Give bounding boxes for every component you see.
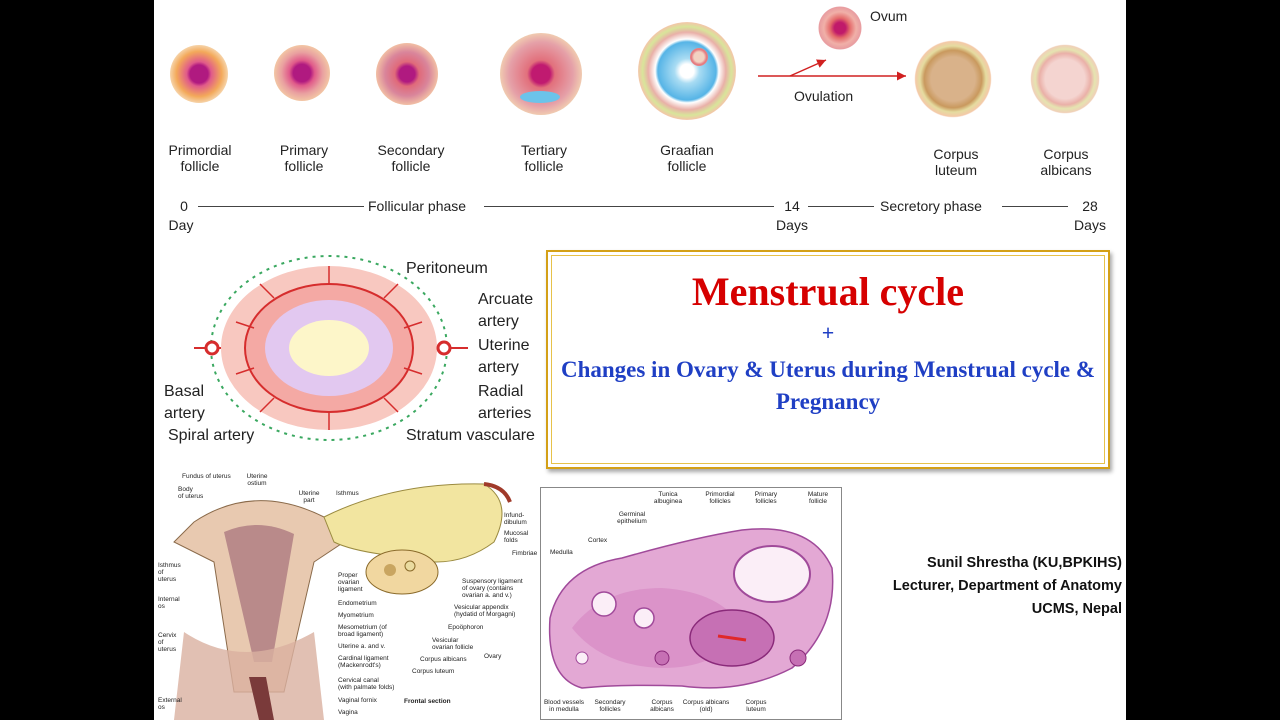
corpus-luteum-image — [914, 40, 992, 118]
plus-sign: + — [821, 320, 835, 345]
label-mesometrium: Mesometrium (of broad ligament) — [338, 624, 387, 638]
graafian-oocyte — [690, 48, 708, 66]
histo-label-secondary: Secondary follicles — [594, 699, 626, 713]
slide: Primordial follicle Primary follicle Sec… — [154, 0, 1126, 720]
ovary-section — [548, 528, 834, 689]
subtitle: Changes in Ovary & Uterus during Menstru… — [560, 357, 1096, 414]
label-fundus: Fundus of uterus — [182, 473, 231, 480]
timeline-end-unit: Days — [1074, 217, 1106, 233]
title-box: Menstrual cycle + Changes in Ovary & Ute… — [546, 250, 1110, 469]
artery-label-spiral: Spiral artery — [168, 427, 255, 444]
uterus-illustration — [154, 462, 526, 720]
label-cervix: Cervix of uterus — [158, 632, 177, 653]
primary-follicle-image — [274, 45, 330, 101]
label-cervical-canal: Cervical canal (with palmate folds) — [338, 677, 395, 691]
label-corpus-luteum-u: Corpus luteum — [412, 668, 455, 675]
artery-label-uterine: Uterine artery — [478, 337, 530, 376]
histo-label-corpus-alb-old: Corpus albicans (old) — [682, 699, 730, 713]
ovulation-arrows — [758, 59, 906, 81]
label-vaginal-fornix: Vaginal fornix — [338, 697, 377, 704]
label-vesicular-appendix: Vesicular appendix (hydatid of Morgagni) — [454, 604, 516, 618]
timeline-line-2 — [484, 206, 774, 207]
timeline-line-3 — [808, 206, 874, 207]
label-isthmus-uterus: Isthmus of uterus — [158, 562, 181, 583]
stage-label-primordial: Primordial follicle — [168, 142, 232, 174]
label-fimbriae: Fimbriae — [512, 550, 538, 557]
label-ovary: Ovary — [484, 653, 502, 660]
stage-label-corpus-luteum: Corpus luteum — [933, 146, 979, 178]
label-uterine-av: Uterine a. and v. — [338, 643, 386, 650]
label-epoophoron: Epoöphoron — [448, 624, 484, 631]
label-body: Body of uterus — [178, 486, 204, 500]
label-suspensory: Suspensory ligament of ovary (contains o… — [462, 578, 523, 599]
label-external-os: External os — [158, 697, 182, 711]
stage-label-secondary: Secondary follicle — [377, 142, 445, 174]
ovulation-label: Ovulation — [794, 88, 854, 104]
author-info: Sunil Shrestha (KU,BPKIHS) Lecturer, Dep… — [834, 552, 1122, 621]
author-institution: UCMS, Nepal — [1031, 601, 1122, 617]
label-myometrium: Myometrium — [338, 612, 374, 619]
timeline-start-num: 0 — [180, 198, 188, 214]
ovum-label: Ovum — [870, 8, 908, 24]
author-role: Lecturer, Department of Anatomy — [892, 578, 1122, 594]
histo-label-germinal: Germinal epithelium — [617, 511, 647, 525]
timeline-mid-num: 14 — [784, 198, 800, 214]
label-isthmus: Isthmus — [336, 490, 359, 497]
stage-label-corpus-albicans: Corpus albicans — [1040, 146, 1092, 178]
stage-label-tertiary: Tertiary follicle — [521, 142, 567, 174]
histo-label-primordial: Primordial follicles — [705, 491, 735, 505]
ovum-image — [818, 6, 862, 50]
label-vesicular-follicle: Vesicular ovarian follicle — [432, 637, 474, 651]
label-vagina: Vagina — [338, 709, 358, 716]
label-mucosal: Mucosal folds — [504, 530, 529, 544]
histo-label-cortex: Cortex — [588, 537, 608, 544]
author-name: Sunil Shrestha (KU,BPKIHS) — [927, 555, 1122, 571]
label-cardinal: Cardinal ligament (Mackenrodt's) — [338, 655, 389, 669]
timeline-line-1 — [198, 206, 364, 207]
antrum-shape — [520, 91, 560, 103]
label-infund: Infund- dibulum — [504, 512, 527, 526]
graafian-follicle-image — [638, 22, 736, 120]
histo-label-medulla: Medulla — [550, 549, 573, 556]
timeline-line-4 — [1002, 206, 1068, 207]
label-ostium: Uterine ostium — [246, 473, 268, 487]
tertiary-follicle-image — [500, 33, 582, 115]
histo-label-blood: Blood vessels in medulla — [543, 699, 585, 713]
label-uterine-part: Uterine part — [298, 490, 320, 504]
histo-label-corpus-lut: Corpus luteum — [745, 699, 767, 713]
label-corpus-albicans-u: Corpus albicans — [420, 656, 467, 663]
histo-label-tunica: Tunica albuginea — [653, 491, 683, 505]
timeline-end-num: 28 — [1082, 198, 1098, 214]
artery-label-basal: Basal artery — [164, 383, 205, 422]
secondary-follicle-image — [376, 43, 438, 105]
stage-label-graafian: Graafian follicle — [660, 142, 714, 174]
artery-label-peritoneum: Peritoneum — [406, 260, 488, 277]
histo-label-corpus-alb: Corpus albicans — [650, 699, 674, 713]
main-title: Menstrual cycle — [691, 269, 965, 314]
artery-label-arcuate: Arcuate artery — [478, 291, 534, 330]
label-proper-ovarian: Proper ovarian ligament — [338, 572, 363, 593]
stage-label-primary: Primary follicle — [279, 142, 329, 174]
label-internal-os: Internal os — [158, 596, 180, 610]
corpus-albicans-image — [1030, 44, 1100, 114]
histo-label-mature: Mature follicle — [807, 491, 829, 505]
timeline-phase-follicular: Follicular phase — [368, 198, 467, 214]
timeline-phase-secretory: Secretory phase — [880, 198, 982, 214]
timeline-mid-unit: Days — [776, 217, 808, 233]
artery-label-radial: Radial arteries — [478, 383, 532, 422]
artery-cross-section — [194, 255, 468, 441]
label-endometrium: Endometrium — [338, 600, 377, 607]
primordial-follicle-image — [170, 45, 228, 103]
timeline-start-unit: Day — [168, 217, 194, 233]
histo-label-primary: Primary follicles — [754, 491, 778, 505]
label-frontal-section: Frontal section — [404, 698, 451, 705]
artery-label-stratum: Stratum vasculare — [406, 427, 535, 444]
